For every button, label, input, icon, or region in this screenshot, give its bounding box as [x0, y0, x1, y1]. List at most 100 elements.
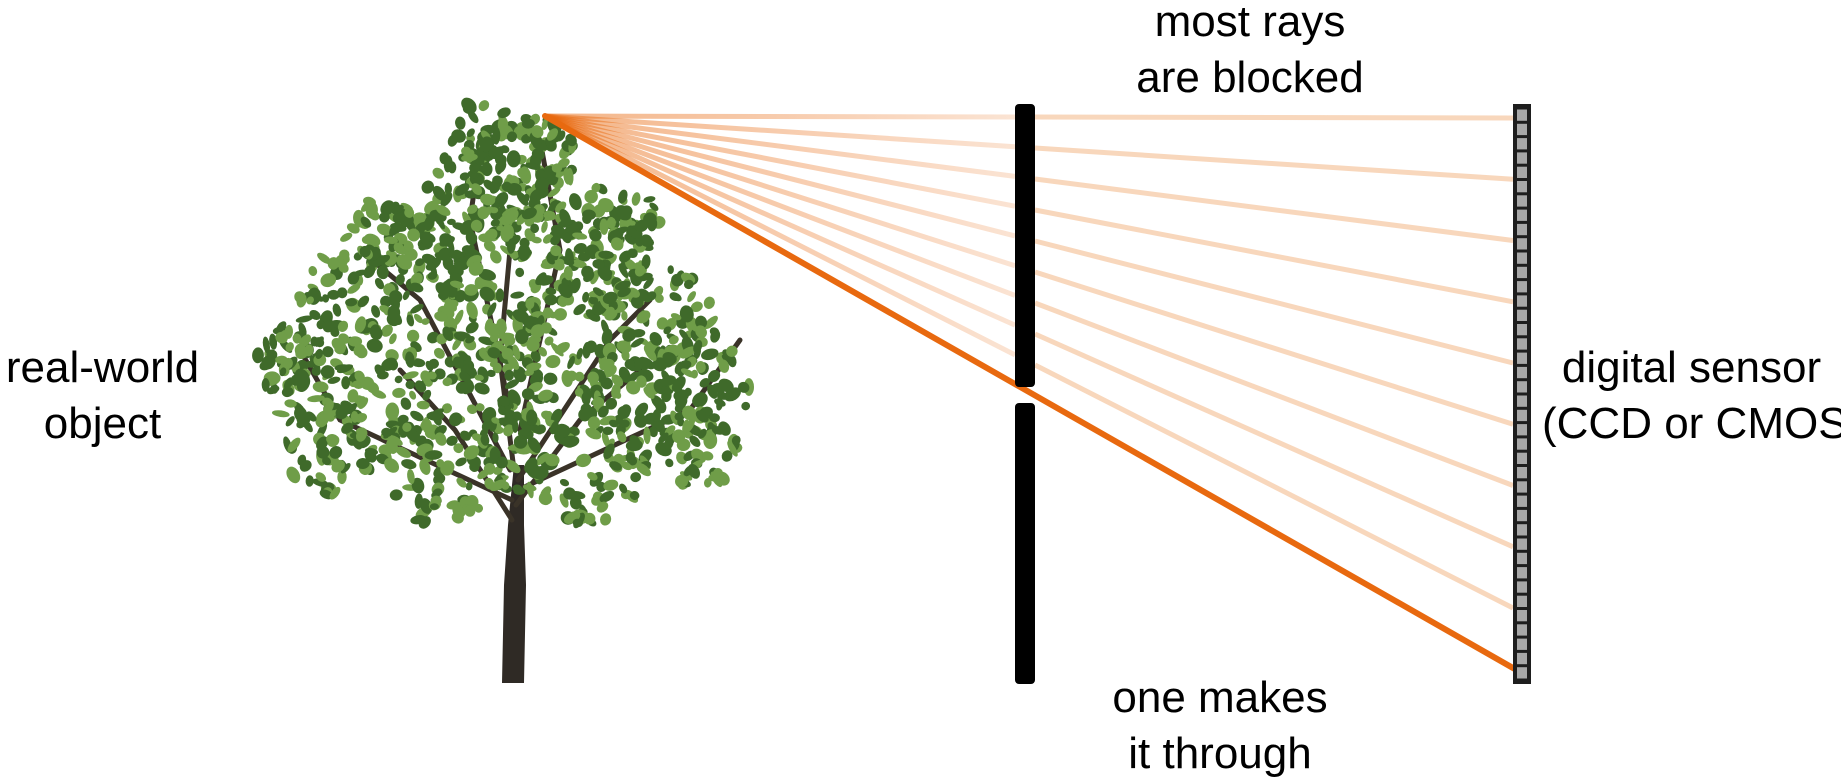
leaf — [651, 395, 665, 410]
leaf — [453, 356, 465, 369]
leaf — [551, 163, 563, 173]
leaf — [596, 501, 609, 513]
leaf — [571, 259, 587, 268]
leaf — [455, 457, 467, 467]
pinhole-barrier — [1015, 104, 1035, 684]
leaf — [340, 462, 351, 474]
leaf — [641, 254, 651, 270]
barrier-lower — [1015, 403, 1035, 684]
blocked-ray-segment — [544, 113, 1016, 209]
leaf — [710, 471, 723, 488]
leaf — [521, 388, 535, 401]
leaf — [451, 511, 464, 524]
leaf — [588, 296, 599, 305]
rays-blocked-label-line-2: are blocked — [1136, 53, 1364, 102]
leaf — [543, 210, 556, 221]
leaf — [512, 419, 519, 433]
ray-through-label-line-1: one makes — [1112, 673, 1328, 722]
leaf — [429, 503, 439, 510]
leaf — [380, 200, 395, 216]
leaf — [504, 369, 515, 381]
leaf — [530, 350, 541, 363]
leaf — [537, 275, 554, 286]
leaf — [643, 387, 655, 399]
leaf — [602, 426, 614, 436]
leaf — [337, 287, 348, 299]
leaf — [517, 243, 531, 262]
leaf — [718, 378, 734, 393]
leaf — [550, 235, 560, 246]
leaf — [411, 477, 425, 494]
leaf — [563, 266, 573, 281]
leaf — [599, 358, 615, 371]
leaf — [524, 457, 538, 474]
leaf — [406, 314, 415, 327]
leaf — [469, 162, 480, 174]
leaf — [337, 469, 347, 485]
leaf — [461, 146, 471, 156]
leaf — [381, 427, 393, 438]
leaf — [447, 218, 456, 226]
leaf — [563, 487, 576, 500]
leaf — [267, 385, 280, 395]
leaf — [437, 247, 452, 261]
leaf — [446, 435, 458, 446]
leaf — [330, 327, 340, 337]
leaf — [620, 461, 632, 471]
leaf — [283, 377, 294, 390]
digital-sensor-label-line-2: (CCD or CMOS) — [1542, 399, 1841, 448]
leaf — [510, 151, 520, 160]
leaf — [690, 369, 699, 379]
sensor-pixel — [1517, 138, 1527, 150]
leaf — [306, 296, 314, 305]
leaf — [322, 456, 331, 466]
leaf — [479, 286, 495, 302]
leaf — [546, 257, 555, 265]
leaf — [510, 291, 525, 299]
leaf — [605, 397, 618, 410]
leaf — [424, 450, 443, 460]
sensor-pixel — [1517, 509, 1527, 522]
leaf — [329, 445, 343, 459]
leaf — [453, 309, 464, 326]
leaf — [622, 328, 637, 342]
leaf — [695, 325, 707, 339]
leaf — [634, 402, 649, 418]
leaf — [296, 411, 311, 427]
digital-sensor — [1513, 104, 1531, 684]
blocked-ray-segment — [1033, 362, 1515, 611]
leaf — [380, 295, 392, 308]
leaf — [405, 380, 415, 390]
blocked-ray-segment — [1034, 114, 1514, 121]
leaf — [525, 362, 542, 372]
leaf — [410, 410, 424, 422]
leaf — [419, 459, 431, 475]
leaf — [497, 117, 508, 135]
blocked-ray-segment — [1034, 207, 1514, 305]
leaf — [682, 419, 690, 434]
leaf — [648, 426, 658, 438]
leaf — [435, 282, 450, 297]
leaf — [404, 207, 415, 218]
leaf — [483, 240, 496, 252]
leaf — [559, 209, 572, 226]
blocked-ray-segment — [1034, 300, 1514, 488]
leaf — [540, 322, 552, 334]
leaf — [320, 365, 335, 379]
leaf — [389, 489, 403, 501]
leaf — [563, 297, 574, 305]
leaf — [663, 326, 672, 335]
leaf — [673, 389, 689, 402]
leaf — [495, 456, 508, 469]
leaf — [389, 359, 399, 371]
leaf — [600, 513, 612, 526]
leaf — [442, 326, 454, 342]
sensor-pixel — [1517, 395, 1527, 407]
ray-through-label-line-2: it through — [1128, 729, 1312, 778]
leaf — [315, 472, 327, 482]
leaf — [271, 410, 290, 418]
leaf — [376, 223, 392, 236]
leaf — [704, 315, 718, 329]
leaf — [679, 305, 694, 323]
leaf — [388, 435, 403, 446]
